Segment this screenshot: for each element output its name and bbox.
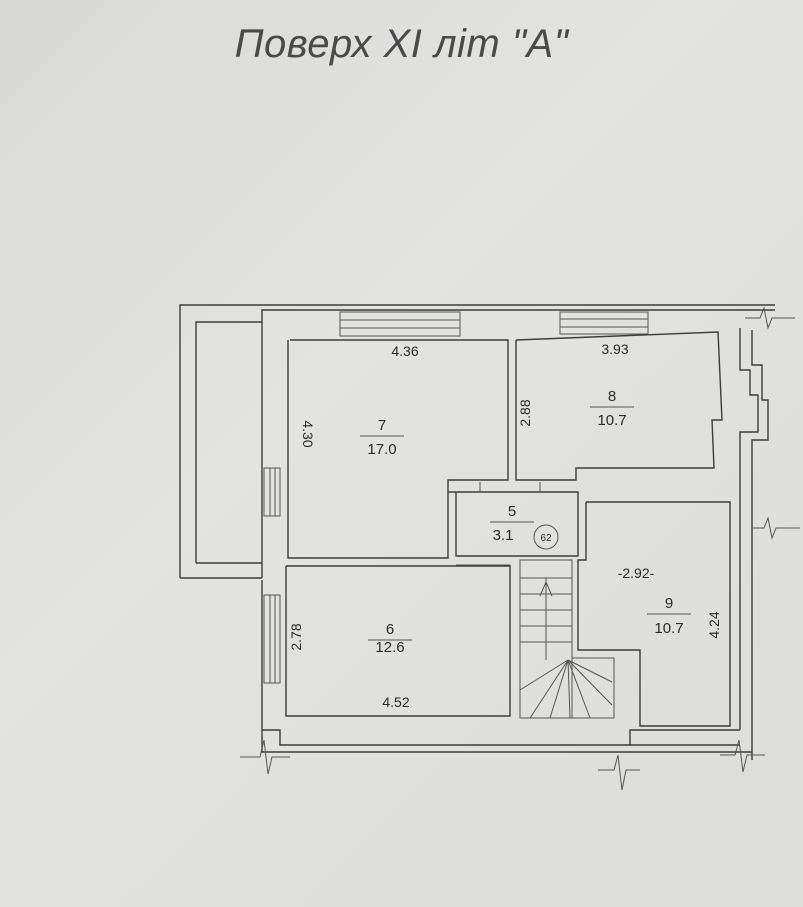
staircase (519, 559, 615, 719)
room-9-length: 4.24 (706, 611, 722, 638)
room-6-number: 6 (386, 621, 394, 638)
window-left-lower (263, 594, 281, 684)
window-left (263, 467, 281, 517)
room-9-outline (577, 501, 731, 727)
room-6-outline (285, 565, 511, 717)
window-top-right (559, 311, 649, 335)
room-7-length: 4.30 (300, 420, 316, 447)
room-8-length: 2.88 (517, 399, 533, 426)
room-9-number: 9 (665, 595, 673, 612)
room-8-width: 3.93 (601, 341, 628, 357)
room-5-area: 3.1 (493, 527, 514, 544)
room-7-width: 4.36 (391, 343, 418, 359)
room-5-outline (448, 491, 579, 557)
room-6-width: 4.52 (382, 694, 409, 710)
room-8-area: 10.7 (597, 412, 626, 429)
room-7-outline (287, 339, 509, 559)
room-5-badge: 62 (540, 533, 552, 544)
break-marks (240, 306, 800, 791)
room-8-outline (515, 331, 723, 481)
room-6-area: 12.6 (375, 639, 404, 656)
room-9-area: 10.7 (654, 620, 683, 637)
room-6-length: 2.78 (288, 623, 304, 650)
room-7-area: 17.0 (367, 441, 396, 458)
room-5-badge-circle (533, 524, 559, 550)
outer-walls (179, 304, 775, 760)
floor-title: Поверх XI літ "А" (234, 22, 569, 66)
room-7-number: 7 (378, 417, 386, 434)
room-5-number: 5 (508, 503, 516, 520)
room-8-number: 8 (608, 388, 616, 405)
window-top-left (339, 311, 461, 337)
room-9-width: -2.92- (618, 565, 655, 581)
